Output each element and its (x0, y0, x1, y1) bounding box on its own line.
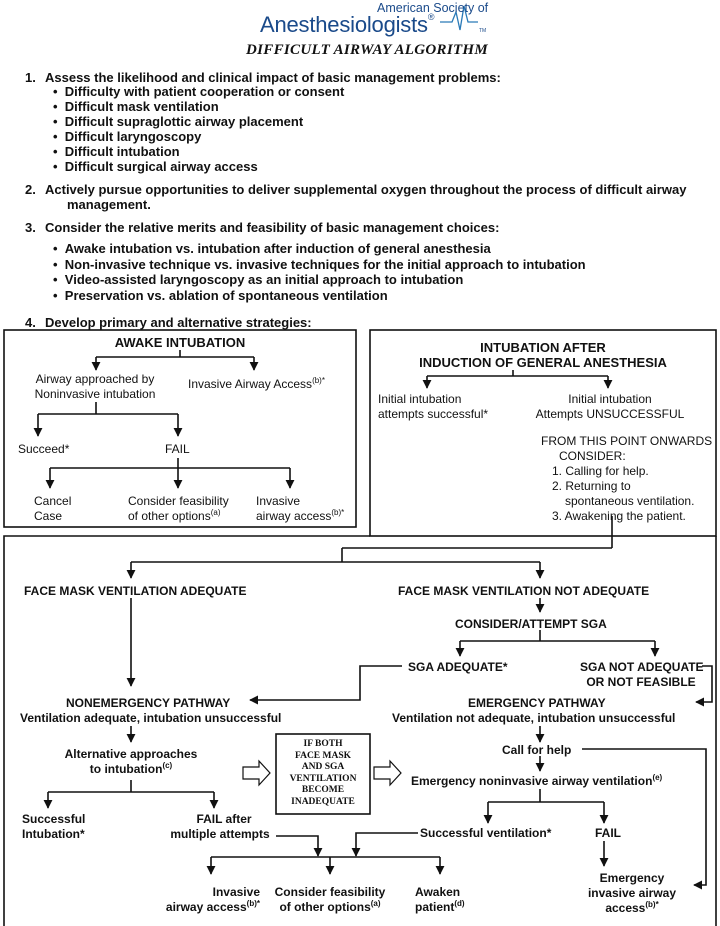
awake-fail: FAIL (165, 442, 190, 456)
warning-box (275, 733, 371, 815)
call-for-help: Call for help (502, 743, 572, 757)
step2-text-cont: management. (67, 197, 151, 212)
list-item: • Difficulty with patient cooperation or… (53, 84, 345, 99)
awake-box (3, 329, 357, 528)
list-item: • Video-assisted laryngoscopy as an init… (53, 272, 464, 287)
page-title: DIFFICULT AIRWAY ALGORITHM (246, 42, 489, 58)
logo-line2: Anesthesiologists (260, 12, 428, 37)
list-item: • Difficult laryngoscopy (53, 129, 202, 144)
main-box-border (3, 535, 370, 926)
list-item: • Difficult intubation (53, 144, 180, 159)
hollow-arrow-left (242, 759, 271, 787)
logo-line1: American Society of (377, 1, 489, 15)
logo-tm: TM (479, 28, 487, 34)
step2-number: 2. (25, 182, 36, 197)
list-item: • Preservation vs. ablation of spontaneo… (53, 287, 388, 303)
step4-number: 4. (25, 315, 36, 330)
consider-sga: CONSIDER/ATTEMPT SGA (455, 617, 607, 631)
emergency-title: EMERGENCY PATHWAY (468, 696, 606, 710)
step1-text: Assess the likelihood and clinical impac… (45, 70, 501, 85)
list-item: • Awake intubation vs. intubation after … (53, 241, 491, 256)
nonemergency-sub: Ventilation adequate, intubation unsucce… (20, 711, 282, 725)
induction-consider: FROM THIS POINT ONWARDS CONSIDER: 1. Cal… (541, 434, 713, 523)
step1-bullets: • Difficulty with patient cooperation or… (53, 84, 344, 174)
sga-adequate: SGA ADEQUATE* (408, 660, 508, 674)
awake-title: AWAKE INTUBATION (114, 335, 246, 350)
nonemergency-title: NONEMERGENCY PATHWAY (66, 696, 231, 710)
warning-text: IF BOTH FACE MASK AND SGA VENTILATION BE… (289, 739, 357, 807)
step4-text: Develop primary and alternative strategi… (45, 315, 312, 330)
logo: Anesthesiologists® (260, 12, 435, 37)
fmv-not-adequate: FACE MASK VENTILATION NOT ADEQUATE (398, 584, 650, 598)
emergency-noninvasive: Emergency noninvasive airway ventilation… (411, 773, 663, 789)
fmv-adequate: FACE MASK VENTILATION ADEQUATE (24, 584, 247, 598)
emergency-sub: Ventilation not adequate, intubation uns… (392, 711, 676, 725)
step3-bullets: • Awake intubation vs. intubation after … (53, 241, 586, 303)
step3-text: Consider the relative merits and feasibi… (45, 220, 500, 235)
induction-box (369, 329, 717, 537)
awake-succeed: Succeed* (18, 442, 70, 456)
logo-ekg-line (440, 5, 478, 31)
list-item: • Non-invasive technique vs. invasive te… (53, 256, 586, 272)
list-item: • Difficult surgical airway access (53, 159, 258, 174)
awake-invasive: Invasive Airway Access(b)* (188, 376, 325, 392)
emergency-fail: FAIL (595, 826, 621, 840)
list-item: • Difficult supraglottic airway placemen… (53, 114, 304, 129)
list-item: • Difficult mask ventilation (53, 99, 219, 114)
successful-ventilation: Successful ventilation* (420, 826, 552, 840)
hollow-arrow-right (373, 759, 402, 787)
step2-text: Actively pursue opportunities to deliver… (45, 182, 687, 197)
step3-number: 3. (25, 220, 36, 235)
step1-number: 1. (25, 70, 36, 85)
